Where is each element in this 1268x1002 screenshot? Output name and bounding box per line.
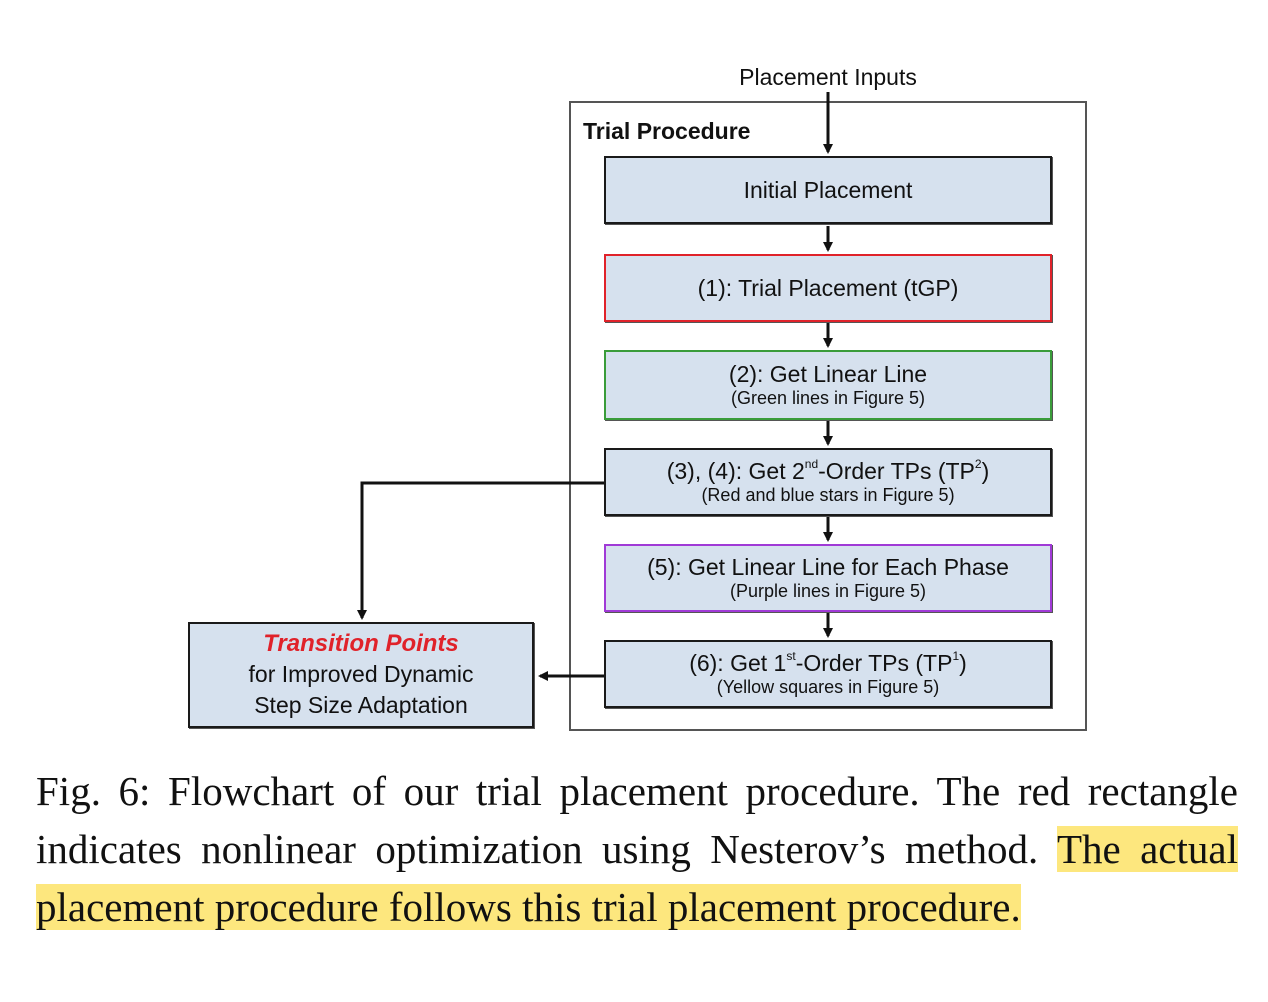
transition-points-title: Transition Points (263, 630, 459, 657)
first-order-tps-sublabel: (Yellow squares in Figure 5) (716, 677, 940, 697)
initial-placement-box: Initial Placement (604, 156, 1052, 224)
arrow-step34-to-output (357, 481, 604, 620)
linear-line-each-phase-sublabel: (Purple lines in Figure 5) (729, 581, 927, 601)
trial-placement-label: (1): Trial Placement (tGP) (697, 275, 959, 301)
second-order-tps-label-part-b: -Order TPs (TP (818, 458, 975, 484)
get-linear-line-sublabel: (Green lines in Figure 5) (730, 388, 926, 408)
first-order-tps-sup-b: 1 (952, 649, 960, 664)
transition-points-line1: for Improved Dynamic (248, 661, 474, 687)
flowchart-connectors (357, 92, 1087, 731)
first-order-tps-label: (6): Get 1st-Order TPs (TP1) (689, 650, 967, 676)
linear-line-each-phase-label: (5): Get Linear Line for Each Phase (647, 554, 1009, 580)
first-order-tps-label-part-b: -Order TPs (TP (795, 650, 953, 676)
get-linear-line-label: (2): Get Linear Line (728, 361, 928, 387)
first-order-tps-label-part-a: (6): Get 1 (689, 650, 787, 676)
second-order-tps-label-part-c: ) (981, 458, 990, 484)
linear-line-each-phase-box: (5): Get Linear Line for Each Phase (Pur… (604, 544, 1052, 612)
get-linear-line-box: (2): Get Linear Line (Green lines in Fig… (604, 350, 1052, 420)
transition-points-box: Transition Points for Improved Dynamic S… (188, 622, 534, 728)
caption-text: Fig. 6: Flowchart of our trial placement… (36, 768, 1238, 872)
first-order-tps-label-part-c: ) (959, 650, 967, 676)
second-order-tps-sublabel: (Red and blue stars in Figure 5) (701, 485, 955, 505)
trial-procedure-title: Trial Procedure (583, 118, 751, 144)
trial-placement-box: (1): Trial Placement (tGP) (604, 254, 1052, 322)
transition-points-line2: Step Size Adaptation (254, 692, 468, 718)
second-order-tps-label-part-a: (3), (4): Get 2 (666, 458, 805, 484)
initial-placement-label: Initial Placement (743, 177, 913, 203)
first-order-tps-box: (6): Get 1st-Order TPs (TP1) (Yellow squ… (604, 640, 1052, 708)
figure-caption: Fig. 6: Flowchart of our trial placement… (36, 762, 1238, 936)
second-order-tps-box: (3), (4): Get 2nd-Order TPs (TP2) (Red a… (604, 448, 1052, 516)
first-order-tps-sup-a: st (786, 649, 796, 664)
second-order-tps-sup-b: 2 (974, 457, 982, 472)
second-order-tps-label: (3), (4): Get 2nd-Order TPs (TP2) (667, 458, 990, 484)
placement-inputs-label: Placement Inputs (739, 64, 917, 90)
flowchart-figure: Placement Inputs Trial Procedure Initial… (188, 64, 1087, 731)
second-order-tps-sup-a: nd (804, 457, 819, 472)
